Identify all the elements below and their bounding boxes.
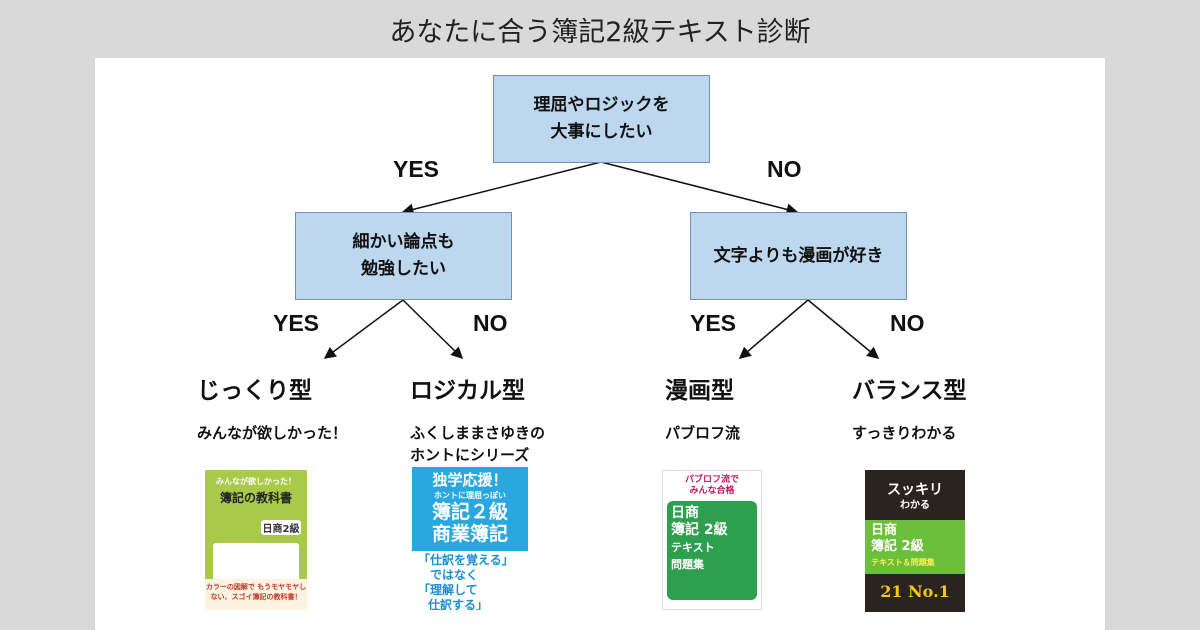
cover-text: 簿記 2級 <box>871 539 924 554</box>
cover-text: 問題集 <box>671 558 704 571</box>
result-book-name: ふくしままさゆきのホントにシリーズ <box>410 422 545 466</box>
question-line: 勉強したい <box>361 259 446 279</box>
question-line: 細かい論点も <box>352 232 455 252</box>
book-cover-image: スッキリわかる 日商 簿記 2級 テキスト＆問題集 21 No.1 <box>865 470 965 612</box>
label-no: NO <box>890 310 925 336</box>
cover-text: カラーの図解で もうモヤモヤしない、スゴイ簿記の教科書！ <box>205 579 307 610</box>
book-cover-image: パブロフ流でみんな合格 日商 簿記 2級 テキスト 問題集 <box>662 470 762 610</box>
arrow-left-no <box>402 299 464 360</box>
cover-text: 簿記２級 <box>431 501 508 523</box>
book-cover-image: 独学応援！ ホントに理屈っぽい 簿記２級 商業簿記 「仕訳を覚える」 ではなく … <box>412 467 528 610</box>
cover-text: テキスト＆問題集 <box>871 558 935 567</box>
question-right: 文字よりも漫画が好き <box>690 212 907 300</box>
arrow-right-yes <box>738 299 809 359</box>
cover-text: 独学応援！ <box>432 471 508 489</box>
label-no: NO <box>473 310 508 336</box>
cover-text: みんな合格 <box>689 486 735 496</box>
question-left: 細かい論点も勉強したい <box>295 212 512 300</box>
cover-text: スッキリ <box>887 482 943 498</box>
cover-text: パブロフ流で <box>684 475 739 485</box>
book-name-line: ふくしままさゆきの <box>410 424 546 442</box>
book-name-line: すっきりわかる <box>852 424 957 442</box>
open-book-illustration <box>213 543 299 581</box>
result-book-name: みんなが欲しかった！ <box>197 422 347 444</box>
arrow-root-no <box>600 161 799 216</box>
page-title: あなたに合う簿記2級テキスト診断 <box>389 17 811 48</box>
cover-text: 簿記の教科書 <box>219 491 292 505</box>
cover-text: 日商 <box>671 505 699 521</box>
arrow-root-yes <box>401 161 602 216</box>
label-no: NO <box>767 156 802 182</box>
cover-text: ホントに理屈っぽい <box>434 491 506 500</box>
cover-text: 簿記 2級 <box>671 522 728 538</box>
cover-ranking-text: 21 No.1 <box>880 582 950 601</box>
arrow-left-yes <box>323 299 404 359</box>
arrow-right-no <box>807 299 880 359</box>
question-line: 大事にしたい <box>550 122 653 142</box>
cover-text: ではなく <box>430 568 479 582</box>
book-name-line: パブロフ流 <box>665 424 741 442</box>
question-root: 理屈やロジックを大事にしたい <box>493 75 710 163</box>
book-name-line: ホントにシリーズ <box>410 446 530 464</box>
cover-text: テキスト <box>671 541 715 554</box>
cover-text: 「仕訳を覚える」 <box>418 553 514 567</box>
cover-text: 仕訳する」 <box>428 598 489 610</box>
cover-text: 「理解して <box>418 583 478 597</box>
cover-text: 商業簿記 <box>431 523 508 545</box>
result-type: ロジカル型 <box>410 378 525 404</box>
question-line: 文字よりも漫画が好き <box>713 245 884 266</box>
cover-text: みんなが欲しかった！ <box>216 477 296 486</box>
label-yes: YES <box>393 156 440 182</box>
cover-text: 日商 <box>871 523 898 538</box>
book-name-line: みんなが欲しかった！ <box>197 424 348 442</box>
result-type: 漫画型 <box>665 378 734 404</box>
result-type: じっくり型 <box>197 378 312 404</box>
result-type: バランス型 <box>852 378 967 404</box>
result-book-name: すっきりわかる <box>852 422 956 444</box>
cover-text: わかる <box>900 500 930 511</box>
cover-text: 日商2級 <box>261 520 301 535</box>
book-cover-image: みんなが欲しかった！ 簿記の教科書 日商2級 カラーの図解で もうモヤモヤしない… <box>205 470 307 610</box>
label-yes: YES <box>690 310 737 336</box>
result-book-name: パブロフ流 <box>665 422 740 444</box>
question-line: 理屈やロジックを <box>533 95 670 115</box>
label-yes: YES <box>273 310 320 336</box>
